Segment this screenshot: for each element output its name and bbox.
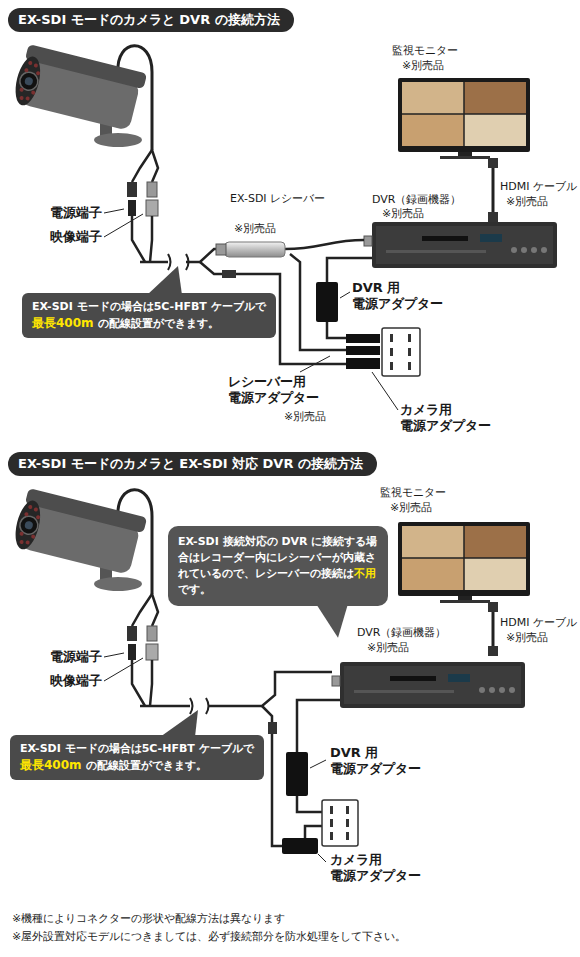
part-label: DVR 用 電源アダプター xyxy=(352,280,452,313)
part-label: 映像端子 xyxy=(50,229,102,245)
device-label: ※別売品 xyxy=(506,195,548,209)
dvr-illustration xyxy=(364,222,557,268)
header-band: EX-SDI モードのカメラと DVR の接続方法 xyxy=(8,8,294,32)
part-label: 電源端子 xyxy=(50,205,102,221)
device-label: HDMI ケーブル xyxy=(500,616,577,630)
callout-box: EX-SDI モードの場合は5C-HFBT ケーブルで最長400m の配線設置がで… xyxy=(22,293,276,338)
outlet xyxy=(322,800,358,846)
device-label: ※別売品 xyxy=(367,641,409,655)
part-label: 映像端子 xyxy=(50,673,102,689)
callout-box-text: 最長400m xyxy=(32,316,94,330)
callout-box: EX-SDI モードの場合は5C-HFBT ケーブルで最長400m の配線設置がで… xyxy=(10,735,264,780)
device-label: ※別売品 xyxy=(234,222,276,236)
receiver-illustration xyxy=(216,242,285,278)
speech-bubble: EX-SDI 接続対応の DVR に接続する場合はレコーダー内にレシーバーが内蔵… xyxy=(168,526,388,606)
callout-pointer xyxy=(160,710,198,737)
power-adapter xyxy=(316,282,380,369)
header-band: EX-SDI モードのカメラと EX-SDI 対応 DVR の接続方法 xyxy=(8,452,377,476)
device-label: ※別売品 xyxy=(506,631,548,645)
speech-bubble-text: 不用 xyxy=(354,567,376,580)
note-text: ※屋外設置対応モデルにつきましては、必ず接続部分を防水処理をして下さい。 xyxy=(12,930,406,944)
callout-box-text: の配線設置ができます。 xyxy=(86,759,207,772)
part-label: レシーバー用 電源アダプター xyxy=(228,374,328,407)
leader-lines xyxy=(310,760,326,862)
speech-bubble-text: です。 xyxy=(178,583,211,596)
part-label: DVR 用 電源アダプター xyxy=(330,745,430,778)
callout-pointer xyxy=(147,266,182,295)
outlet xyxy=(382,328,420,376)
header-band-text: EX-SDI モードのカメラと EX-SDI 対応 DVR の接続方法 xyxy=(18,456,363,471)
note-text: ※機種によりコネクターの形状や配線方法は異なります xyxy=(12,912,285,926)
part-label: 電源端子 xyxy=(50,649,102,665)
header-band-text: EX-SDI モードのカメラと DVR の接続方法 xyxy=(18,12,280,27)
part-label: カメラ用 電源アダプター xyxy=(330,852,430,885)
device-label: 監視モニター xyxy=(392,44,458,58)
device-label: DVR（録画機器） xyxy=(357,626,446,640)
callout-box-text: EX-SDI モードの場合は5C-HFBT ケーブルで xyxy=(20,741,254,757)
power-adapter xyxy=(268,722,318,854)
device-label: ※別売品 xyxy=(284,410,326,424)
part-label: カメラ用 電源アダプター xyxy=(400,402,500,435)
device-label: 監視モニター xyxy=(380,486,446,500)
device-label: ※別売品 xyxy=(382,207,424,221)
speech-bubble-text: EX-SDI 接続対応の DVR に接続する場合はレコーダー内にレシーバーが内蔵… xyxy=(178,535,377,580)
device-label: HDMI ケーブル xyxy=(500,180,577,194)
device-label: ※別売品 xyxy=(390,501,432,515)
callout-box-text: の配線設置ができます。 xyxy=(98,317,219,330)
callout-box-text: 最長400m xyxy=(20,758,82,772)
device-label: DVR（録画機器） xyxy=(372,193,461,207)
monitor-illustration xyxy=(398,78,530,159)
device-label: ※別売品 xyxy=(402,59,444,73)
camera-illustration xyxy=(11,43,158,262)
device-label: EX-SDI レシーバー xyxy=(230,192,292,206)
callout-box-text: EX-SDI モードの場合は5C-HFBT ケーブルで xyxy=(32,299,266,315)
callout-pointer xyxy=(316,604,348,638)
